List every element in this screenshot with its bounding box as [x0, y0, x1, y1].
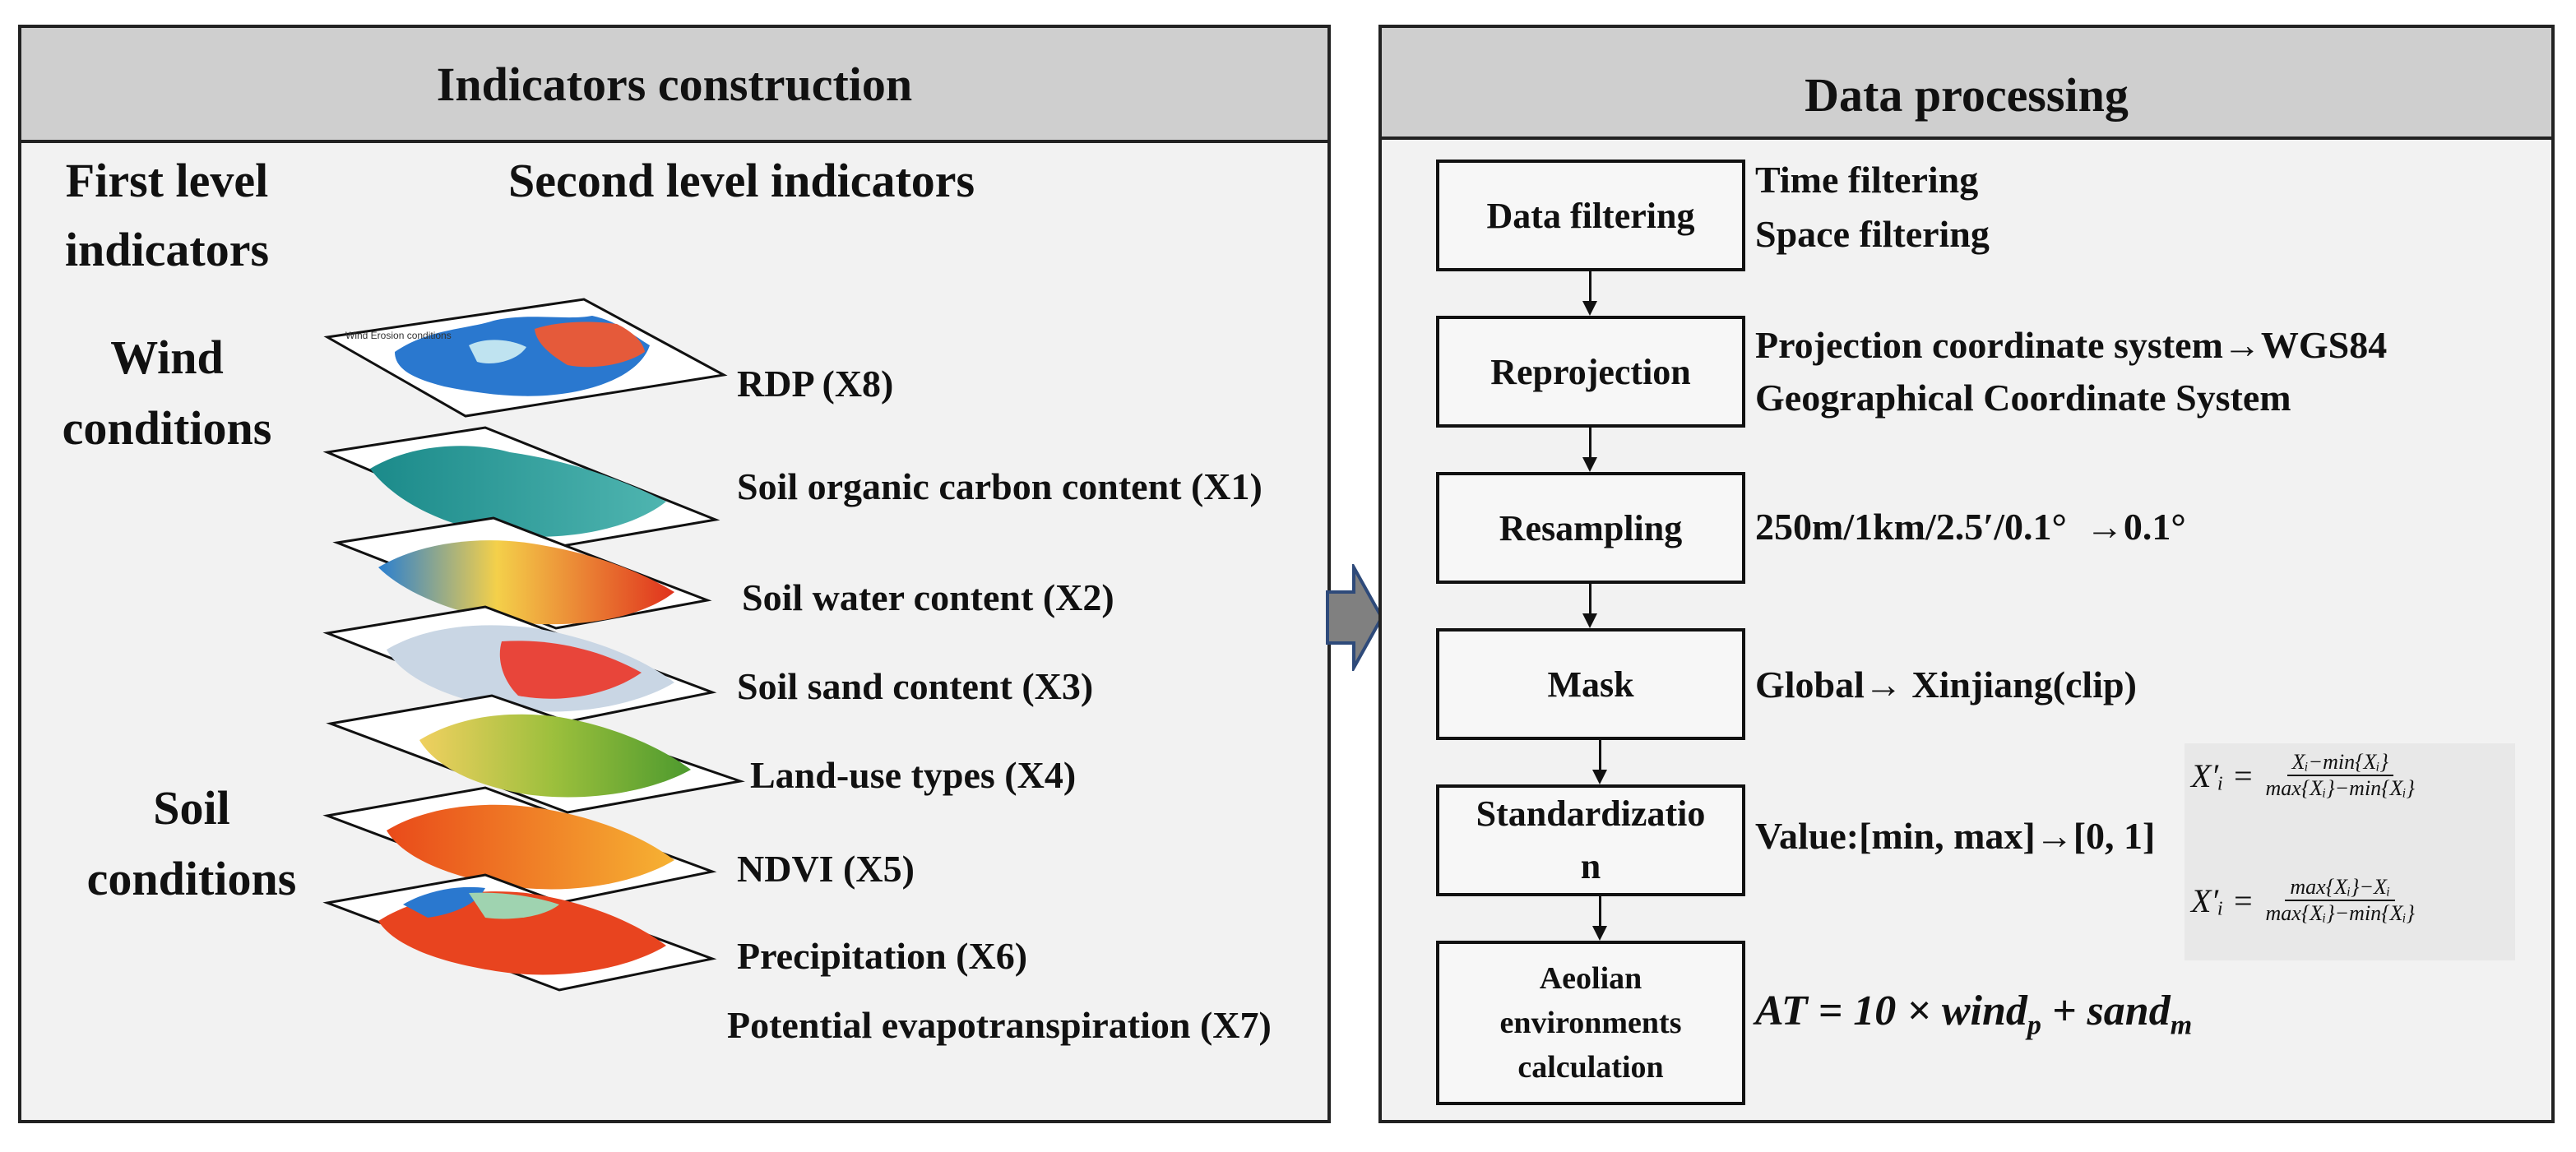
arrowhead-3-icon — [1582, 613, 1597, 628]
formula-positive-fraction: Xᵢ−min{Xᵢ} max{Xᵢ}−min{Xᵢ} — [2261, 750, 2420, 801]
arrowhead-5-icon — [1592, 926, 1607, 941]
at-formula-sand-sub: m — [2170, 1010, 2193, 1041]
at-formula-sand: sand — [2087, 988, 2171, 1034]
formula-negative-fraction: max{Xᵢ}−Xᵢ max{Xᵢ}−min{Xᵢ} — [2261, 875, 2420, 926]
indicators-panel: Indicators construction — [18, 25, 1331, 1123]
desc-reprojection: Projection coordinate system→WGS84 Geogr… — [1755, 324, 2388, 419]
desc-mask: Global→ Xinjiang(clip) — [1755, 664, 2137, 706]
formula-negative: X′ᵢ = max{Xᵢ}−Xᵢ max{Xᵢ}−min{Xᵢ} — [2191, 875, 2420, 926]
arrowhead-2-icon — [1582, 457, 1597, 472]
data-processing-panel-header: Data processing — [1382, 28, 2551, 140]
at-formula-lhs: AT = 10 × — [1755, 988, 1942, 1034]
step-reprojection: Reprojection — [1436, 316, 1745, 428]
step-mask: Mask — [1436, 628, 1745, 740]
at-formula-wind-sub: p — [2027, 1010, 2041, 1041]
step-data-filtering-label: Data filtering — [1486, 195, 1695, 236]
layer-ndvi — [322, 786, 717, 904]
connector-3 — [1589, 584, 1591, 615]
indicator-rdp: RDP (X8) — [737, 363, 894, 405]
at-formula: AT = 10 × windp + sandm — [1755, 987, 2192, 1041]
desc-resampling: 250m/1km/2.5′/0.1° →0.1° — [1755, 506, 2186, 548]
layer-soil-water — [332, 516, 712, 630]
indicator-pet: Potential evapotranspiration (X7) — [727, 1004, 1272, 1046]
standardization-formulas-bg — [2185, 743, 2515, 960]
indicators-panel-title: Indicators construction — [436, 57, 913, 111]
step-data-filtering: Data filtering — [1436, 160, 1745, 271]
formula-positive-lhs: X′ᵢ = — [2191, 756, 2254, 794]
layer-soil-sand — [322, 605, 717, 725]
formula-negative-num: max{Xᵢ}−Xᵢ — [2285, 875, 2396, 901]
indicator-soc: Soil organic carbon content (X1) — [737, 465, 1263, 507]
connector-4 — [1599, 740, 1601, 771]
step-resampling: Resampling — [1436, 472, 1745, 584]
desc-standardization: Value:[min, max]→[0, 1] — [1755, 815, 2156, 857]
step-standardization-label: Standardizatio n — [1476, 793, 1706, 886]
layer-rdp: Wind Erosion conditions — [323, 298, 728, 418]
at-formula-plus: + — [2041, 988, 2087, 1034]
desc-data-filtering: Time filtering Space filtering — [1755, 159, 1990, 255]
layer-soil-organic-carbon — [322, 426, 720, 549]
indicator-land-use: Land-use types (X4) — [750, 754, 1077, 796]
layer-land-use — [326, 694, 745, 814]
indicator-soil-sand: Soil sand content (X3) — [737, 665, 1094, 707]
formula-negative-den: max{Xᵢ}−min{Xᵢ} — [2265, 901, 2415, 925]
step-resampling-label: Resampling — [1499, 507, 1683, 548]
layer-precipitation — [322, 873, 717, 992]
step-aeolian-label: Aeolian environments calculation — [1499, 961, 1682, 1085]
step-standardization: Standardizatio n — [1436, 784, 1745, 896]
formula-positive-num: Xᵢ−min{Xᵢ} — [2286, 750, 2393, 776]
indicators-panel-header: Indicators construction — [21, 28, 1327, 143]
rdp-map-legend: Wind Erosion conditions — [345, 330, 452, 341]
soil-conditions-label: Soil conditions — [86, 781, 297, 905]
indicator-ndvi: NDVI (X5) — [737, 848, 915, 890]
first-level-header: First level indicators — [64, 154, 270, 276]
formula-negative-lhs: X′ᵢ = — [2191, 881, 2254, 919]
at-formula-wind: wind — [1941, 988, 2027, 1034]
step-reprojection-label: Reprojection — [1490, 351, 1691, 392]
data-processing-panel-title: Data processing — [1805, 67, 2129, 122]
step-mask-label: Mask — [1547, 664, 1634, 705]
arrowhead-1-icon — [1582, 301, 1597, 316]
indicator-precipitation: Precipitation (X6) — [737, 935, 1028, 977]
step-aeolian-calculation: Aeolian environments calculation — [1436, 941, 1745, 1105]
flow-arrow-icon — [1326, 564, 1384, 671]
connector-5 — [1599, 896, 1601, 928]
indicator-soil-water: Soil water content (X2) — [742, 576, 1114, 618]
wind-conditions-label: Wind conditions — [62, 331, 272, 455]
connector-2 — [1589, 428, 1591, 459]
arrowhead-4-icon — [1592, 770, 1607, 784]
formula-positive-den: max{Xᵢ}−min{Xᵢ} — [2265, 776, 2415, 800]
connector-1 — [1589, 271, 1591, 303]
second-level-header: Second level indicators — [508, 154, 975, 207]
map-layer-stack: Wind Erosion conditions — [322, 298, 745, 992]
formula-positive: X′ᵢ = Xᵢ−min{Xᵢ} max{Xᵢ}−min{Xᵢ} — [2191, 750, 2420, 801]
